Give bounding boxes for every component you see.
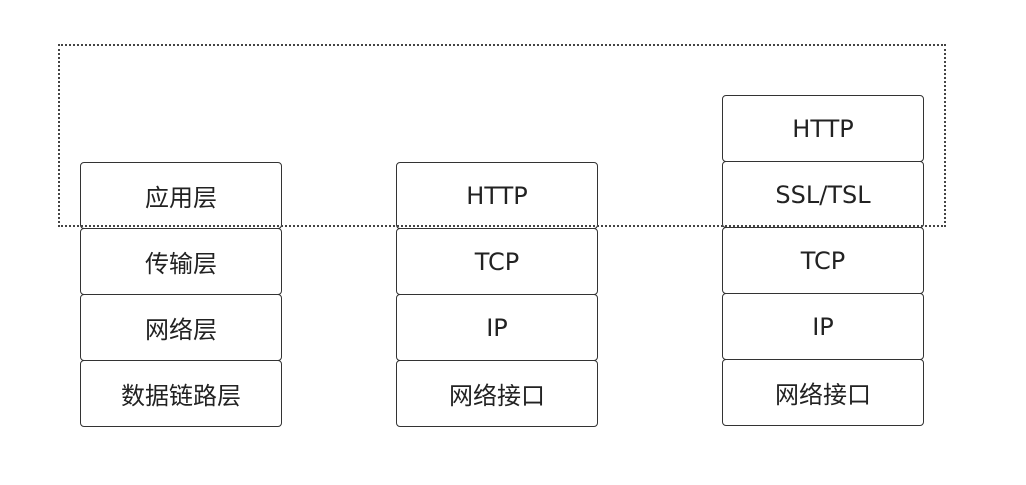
stack-http: HTTP TCP IP 网络接口 — [396, 162, 598, 427]
layer-tcp: TCP — [722, 227, 924, 294]
layer-application: 应用层 — [80, 162, 282, 229]
layer-transport: 传输层 — [80, 228, 282, 295]
layer-network: 网络层 — [80, 294, 282, 361]
layer-tcp: TCP — [396, 228, 598, 295]
layer-network-interface: 网络接口 — [722, 359, 924, 426]
stack-https: HTTP SSL/TSL TCP IP 网络接口 — [722, 95, 924, 426]
layer-network-interface: 网络接口 — [396, 360, 598, 427]
layer-ip: IP — [396, 294, 598, 361]
layer-ip: IP — [722, 293, 924, 360]
stack-osi-layers: 应用层 传输层 网络层 数据链路层 — [80, 162, 282, 427]
layer-http: HTTP — [722, 95, 924, 162]
layer-data-link: 数据链路层 — [80, 360, 282, 427]
layer-http: HTTP — [396, 162, 598, 229]
layer-ssl-tsl: SSL/TSL — [722, 161, 924, 228]
